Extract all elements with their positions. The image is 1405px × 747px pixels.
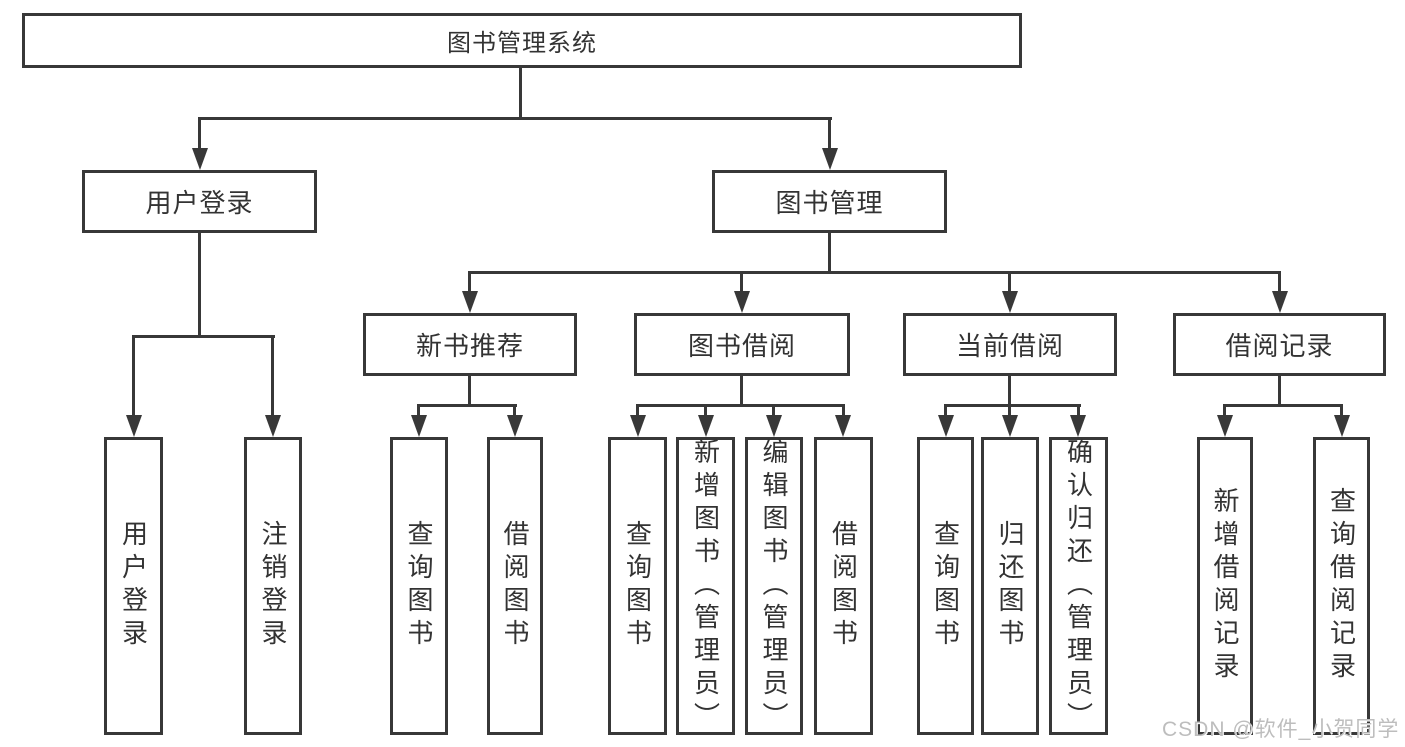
connector-line — [468, 271, 1281, 274]
connector-line — [1224, 404, 1343, 407]
connector-line — [132, 335, 275, 338]
connector-line — [828, 117, 831, 150]
leaf-label: 查询图书 — [404, 520, 434, 652]
leaf-logout: 注销登录 — [244, 437, 302, 735]
leaf-label: 注销登录 — [258, 520, 288, 652]
leaf-label: 查询借阅记录 — [1326, 487, 1357, 685]
arrow-down-icon — [126, 415, 142, 437]
connector-line — [1008, 271, 1011, 293]
connector-line — [417, 404, 420, 417]
node-label: 当前借阅 — [955, 331, 1064, 361]
arrow-down-icon — [1070, 415, 1086, 437]
node-label: 图书借阅 — [687, 331, 796, 361]
leaf-confirm-return-admin: 确认归还（管理员） — [1049, 437, 1108, 735]
leaf-label: 编辑图书（管理员） — [759, 437, 789, 735]
node-label: 用户登录 — [145, 188, 254, 218]
connector-line — [1008, 404, 1011, 417]
connector-line — [704, 404, 707, 417]
leaf-label: 归还图书 — [995, 520, 1025, 652]
leaf-label: 用户登录 — [118, 520, 149, 652]
leaf-borrow-books-recommend: 借阅图书 — [487, 437, 543, 735]
leaf-user-login: 用户登录 — [104, 437, 163, 735]
connector-line — [468, 271, 471, 293]
connector-line — [740, 271, 743, 293]
leaf-label: 查询图书 — [622, 520, 653, 652]
node-label: 图书管理 — [775, 188, 884, 218]
arrow-down-icon — [835, 415, 851, 437]
connector-line — [740, 374, 743, 407]
leaf-label: 借阅图书 — [500, 520, 530, 652]
connector-line — [1077, 404, 1080, 417]
connector-line — [828, 232, 831, 274]
leaf-add-books-admin: 新增图书（管理员） — [676, 437, 735, 735]
arrow-down-icon — [766, 415, 782, 437]
arrow-down-icon — [1002, 415, 1018, 437]
arrow-down-icon — [1334, 415, 1350, 437]
connector-line — [132, 335, 135, 417]
connector-line — [1278, 374, 1281, 407]
connector-line — [944, 404, 947, 417]
arrow-down-icon — [938, 415, 954, 437]
node-label: 新书推荐 — [415, 331, 524, 361]
leaf-edit-books-admin: 编辑图书（管理员） — [745, 437, 803, 735]
connector-line — [1223, 404, 1226, 417]
node-borrow-records: 借阅记录 — [1173, 313, 1386, 376]
node-current-borrow: 当前借阅 — [903, 313, 1117, 376]
leaf-label: 新增图书（管理员） — [690, 437, 721, 735]
arrow-down-icon — [1002, 291, 1018, 313]
arrow-down-icon — [1217, 415, 1233, 437]
connector-line — [636, 404, 639, 417]
node-user-login: 用户登录 — [82, 170, 317, 233]
arrow-down-icon — [411, 415, 427, 437]
leaf-label: 确认归还（管理员） — [1063, 437, 1094, 735]
leaf-label: 借阅图书 — [828, 520, 859, 652]
connector-line — [1278, 271, 1281, 293]
connector-line — [468, 374, 471, 407]
connector-line — [944, 404, 1081, 407]
connector-line — [198, 117, 201, 150]
leaf-add-borrow-record: 新增借阅记录 — [1197, 437, 1253, 735]
connector-line — [198, 232, 201, 336]
leaf-label: 查询图书 — [930, 520, 961, 652]
node-new-book-recommend: 新书推荐 — [363, 313, 577, 376]
leaf-query-books-borrow: 查询图书 — [608, 437, 667, 735]
leaf-return-books: 归还图书 — [981, 437, 1039, 735]
connector-line — [636, 404, 845, 407]
node-root: 图书管理系统 — [22, 13, 1022, 68]
leaf-query-books-current: 查询图书 — [917, 437, 974, 735]
node-label: 图书管理系统 — [447, 30, 597, 57]
leaf-borrow-books: 借阅图书 — [814, 437, 873, 735]
leaf-label: 新增借阅记录 — [1210, 487, 1240, 685]
node-book-borrow: 图书借阅 — [634, 313, 850, 376]
connector-line — [198, 117, 832, 120]
connector-line — [842, 404, 845, 417]
node-label: 借阅记录 — [1225, 331, 1334, 361]
arrow-down-icon — [265, 415, 281, 437]
arrow-down-icon — [734, 291, 750, 313]
arrow-down-icon — [192, 148, 208, 170]
arrow-down-icon — [698, 415, 714, 437]
arrow-down-icon — [630, 415, 646, 437]
connector-line — [1340, 404, 1343, 417]
node-book-management: 图书管理 — [712, 170, 947, 233]
connector-line — [417, 404, 517, 407]
connector-line — [271, 335, 274, 417]
connector-line — [519, 67, 522, 120]
leaf-query-books-recommend: 查询图书 — [390, 437, 448, 735]
connector-line — [772, 404, 775, 417]
arrow-down-icon — [462, 291, 478, 313]
csdn-watermark: CSDN @软件_小贺同学 — [1162, 718, 1400, 741]
leaf-query-borrow-record: 查询借阅记录 — [1313, 437, 1370, 735]
arrow-down-icon — [822, 148, 838, 170]
arrow-down-icon — [507, 415, 523, 437]
connector-line — [1008, 374, 1011, 407]
connector-line — [513, 404, 516, 417]
arrow-down-icon — [1272, 291, 1288, 313]
